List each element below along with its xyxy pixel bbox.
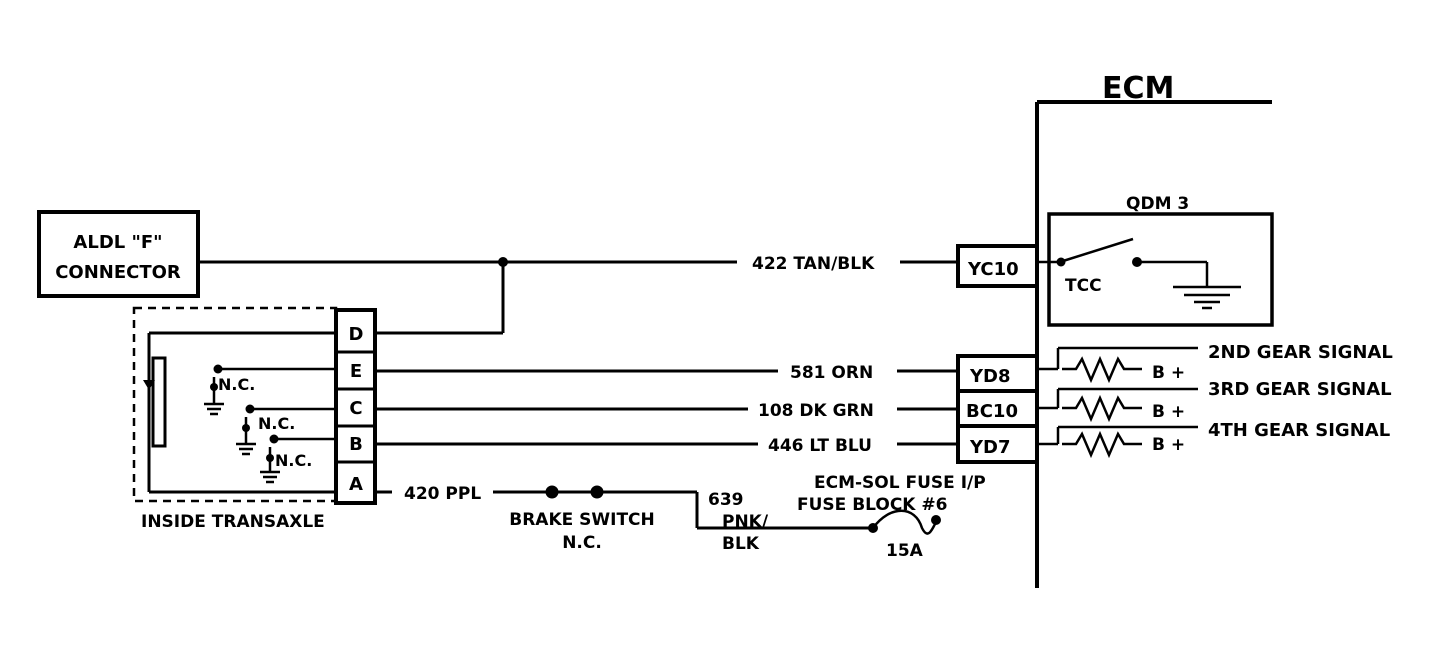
ecm-pin-bc10: BC10 — [956, 389, 1039, 428]
qdm-module: QDM 3 TCC — [1037, 194, 1274, 327]
gear-4-label: 4TH GEAR SIGNAL — [1208, 420, 1390, 441]
fuse-label-1: ECM-SOL FUSE I/P — [814, 473, 986, 493]
tcc-switch — [1062, 237, 1134, 263]
ecm-block: ECM — [1035, 71, 1272, 588]
ecm-title: ECM — [1102, 71, 1174, 106]
svg-text:YD7: YD7 — [969, 437, 1011, 458]
ecm-pin-yd8: YD8 — [956, 354, 1039, 393]
wire-446: 446 LT BLU — [375, 436, 958, 456]
tcc-solenoid — [151, 356, 167, 448]
pin-e: E — [350, 361, 362, 382]
transaxle-connector: D E C B A — [334, 308, 377, 505]
b-plus-4th: B + — [1152, 435, 1185, 455]
svg-text:YD8: YD8 — [969, 366, 1011, 387]
nc-label-b: N.C. — [275, 451, 312, 470]
transaxle-area: INSIDE TRANSAXLE N.C. N.C. N.C. — [132, 306, 338, 532]
gear-3-label: 3RD GEAR SIGNAL — [1208, 379, 1392, 400]
fuse-element — [871, 509, 938, 535]
nc-label-c: N.C. — [258, 414, 295, 433]
svg-text:YC10: YC10 — [967, 259, 1019, 280]
wire-639-label-2: PNK/ — [722, 512, 769, 532]
brake-switch-nc: N.C. — [562, 533, 602, 553]
gear-signal-3rd: B + 3RD GEAR SIGNAL — [1037, 379, 1392, 423]
b-plus-3rd: B + — [1152, 402, 1185, 422]
fuse-label-2: FUSE BLOCK #6 — [797, 495, 947, 515]
gear-signal-2nd: B + 2ND GEAR SIGNAL — [1037, 342, 1393, 384]
aldl-connector: ALDL "F" CONNECTOR — [37, 210, 200, 298]
ecm-pin-yd7: YD7 — [956, 424, 1039, 464]
wire-446-label: 446 LT BLU — [768, 436, 872, 456]
wire-420-circuit: 420 PPL BRAKE SWITCH N.C. 639 PNK/ BLK E… — [375, 473, 986, 561]
gear-signal-4th: B + 4TH GEAR SIGNAL — [1037, 420, 1390, 459]
brake-switch-label: BRAKE SWITCH — [509, 510, 655, 530]
wire-420-label: 420 PPL — [404, 484, 481, 504]
svg-text:BC10: BC10 — [966, 401, 1018, 422]
wire-639-label-3: BLK — [722, 534, 760, 554]
pin-c: C — [349, 398, 362, 419]
wire-639-label-1: 639 — [708, 490, 744, 510]
transaxle-label: INSIDE TRANSAXLE — [141, 512, 325, 532]
aldl-label-line1: ALDL "F" — [73, 232, 162, 253]
b-plus-2nd: B + — [1152, 363, 1185, 383]
aldl-label-line2: CONNECTOR — [55, 262, 181, 283]
fuse-rating: 15A — [886, 541, 924, 561]
pin-a: A — [349, 474, 363, 495]
pin-d: D — [349, 324, 364, 345]
wire-108: 108 DK GRN — [375, 401, 958, 421]
ecm-pin-yc10: YC10 — [956, 244, 1039, 288]
wire-581: 581 ORN — [375, 363, 958, 383]
wire-108-label: 108 DK GRN — [758, 401, 874, 421]
tcc-label: TCC — [1065, 276, 1102, 296]
nc-label-e: N.C. — [218, 375, 255, 394]
qdm-label: QDM 3 — [1126, 194, 1189, 214]
wire-422: 422 TAN/BLK — [198, 254, 958, 335]
wire-581-label: 581 ORN — [790, 363, 873, 383]
wire-422-label: 422 TAN/BLK — [752, 254, 875, 274]
pin-b: B — [349, 434, 363, 455]
gear-2-label: 2ND GEAR SIGNAL — [1208, 342, 1393, 363]
